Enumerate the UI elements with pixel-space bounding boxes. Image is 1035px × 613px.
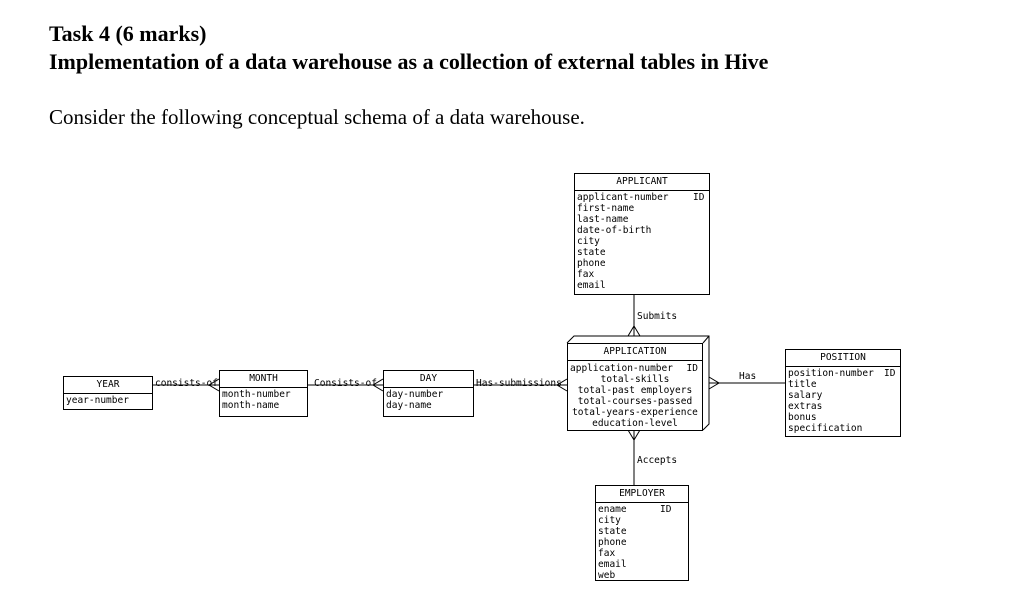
entity-day-attributes: day-number day-name	[384, 388, 473, 412]
entity-position-name: POSITION	[786, 350, 900, 367]
has-submissions-arrow	[556, 378, 568, 392]
attr-title: title	[788, 379, 817, 390]
entity-applicant: APPLICANT ID applicant-number first-name…	[574, 173, 710, 295]
application-id-tag: ID	[686, 363, 698, 374]
submits-arrow	[627, 325, 641, 337]
attr-total-past-employers: total-past employers	[577, 385, 693, 396]
consists-of-month-arrow	[208, 378, 220, 392]
entity-applicant-name: APPLICANT	[575, 174, 709, 191]
entity-year-attributes: year-number	[64, 394, 152, 407]
entity-employer: EMPLOYER ID ename city state phone fax e…	[595, 485, 689, 581]
attr-education-level: education-level	[592, 418, 678, 429]
attr-month-number: month-number	[222, 389, 291, 400]
applicant-id-tag: ID	[693, 192, 705, 203]
attr-applicant-phone: phone	[577, 258, 606, 269]
rel-consists-of-month-label: consists-of	[155, 378, 218, 389]
entity-application-name: APPLICATION	[568, 344, 702, 361]
consists-of-day-arrow	[372, 378, 384, 392]
rel-accepts-label: Accepts	[637, 455, 678, 466]
entity-month: MONTH month-number month-name	[219, 370, 308, 417]
attr-day-name: day-name	[386, 400, 432, 411]
rel-submits-label: Submits	[637, 311, 678, 322]
entity-day: DAY day-number day-name	[383, 370, 474, 417]
attr-employer-email: email	[598, 559, 627, 570]
task-subtitle: Implementation of a data warehouse as a …	[49, 49, 769, 74]
entity-employer-attributes: ID ename city state phone fax email web	[596, 503, 688, 582]
attr-total-skills: total-skills	[600, 374, 670, 385]
attr-salary: salary	[788, 390, 823, 401]
attr-position-number: position-number	[788, 368, 874, 379]
attr-employer-phone: phone	[598, 537, 627, 548]
attr-employer-fax: fax	[598, 548, 616, 559]
attr-applicant-city: city	[577, 236, 600, 247]
position-id-tag: ID	[884, 368, 896, 379]
rel-consists-of-day-label: Consists-of	[314, 378, 377, 389]
entity-applicant-attributes: ID applicant-number first-name last-name…	[575, 191, 709, 292]
rel-has-submissions-label: Has-submissions	[476, 378, 562, 389]
entity-year: YEAR year-number	[63, 376, 153, 410]
attr-applicant-fax: fax	[577, 269, 595, 280]
attr-day-number: day-number	[386, 389, 444, 400]
entity-position-attributes: ID position-number title salary extras b…	[786, 367, 900, 435]
attr-first-name: first-name	[577, 203, 635, 214]
attr-last-name: last-name	[577, 214, 629, 225]
attr-applicant-email: email	[577, 280, 606, 291]
attr-employer-city: city	[598, 515, 621, 526]
attr-employer-web: web	[598, 570, 616, 581]
attr-specification: specification	[788, 423, 863, 434]
intro-paragraph: Consider the following conceptual schema…	[49, 105, 585, 129]
attr-total-courses-passed: total-courses-passed	[577, 396, 693, 407]
entity-day-name: DAY	[384, 371, 473, 388]
attr-date-of-birth: date-of-birth	[577, 225, 652, 236]
attr-ename: ename	[598, 504, 627, 515]
task-heading: Task 4 (6 marks)	[49, 21, 207, 46]
attr-applicant-state: state	[577, 247, 606, 258]
employer-id-tag: ID	[660, 504, 672, 515]
attr-year-number: year-number	[66, 395, 129, 406]
entity-position: POSITION ID position-number title salary…	[785, 349, 901, 437]
entity-application-attributes: ID application-number total-skills total…	[568, 361, 702, 431]
attr-total-years-experience: total-years-experience	[572, 407, 698, 418]
entity-year-name: YEAR	[64, 377, 152, 394]
attr-applicant-number: applicant-number	[577, 192, 669, 203]
attr-application-number: application-number	[570, 363, 673, 374]
attr-month-name: month-name	[222, 400, 280, 411]
entity-employer-name: EMPLOYER	[596, 486, 688, 503]
entity-month-name: MONTH	[220, 371, 307, 388]
accepts-arrow	[627, 429, 641, 441]
attr-extras: extras	[788, 401, 823, 412]
attr-employer-state: state	[598, 526, 627, 537]
has-arrow	[708, 376, 720, 390]
entity-month-attributes: month-number month-name	[220, 388, 307, 412]
rel-has-label: Has	[739, 371, 757, 382]
entity-application: APPLICATION ID application-number total-…	[567, 343, 703, 431]
attr-bonus: bonus	[788, 412, 817, 423]
